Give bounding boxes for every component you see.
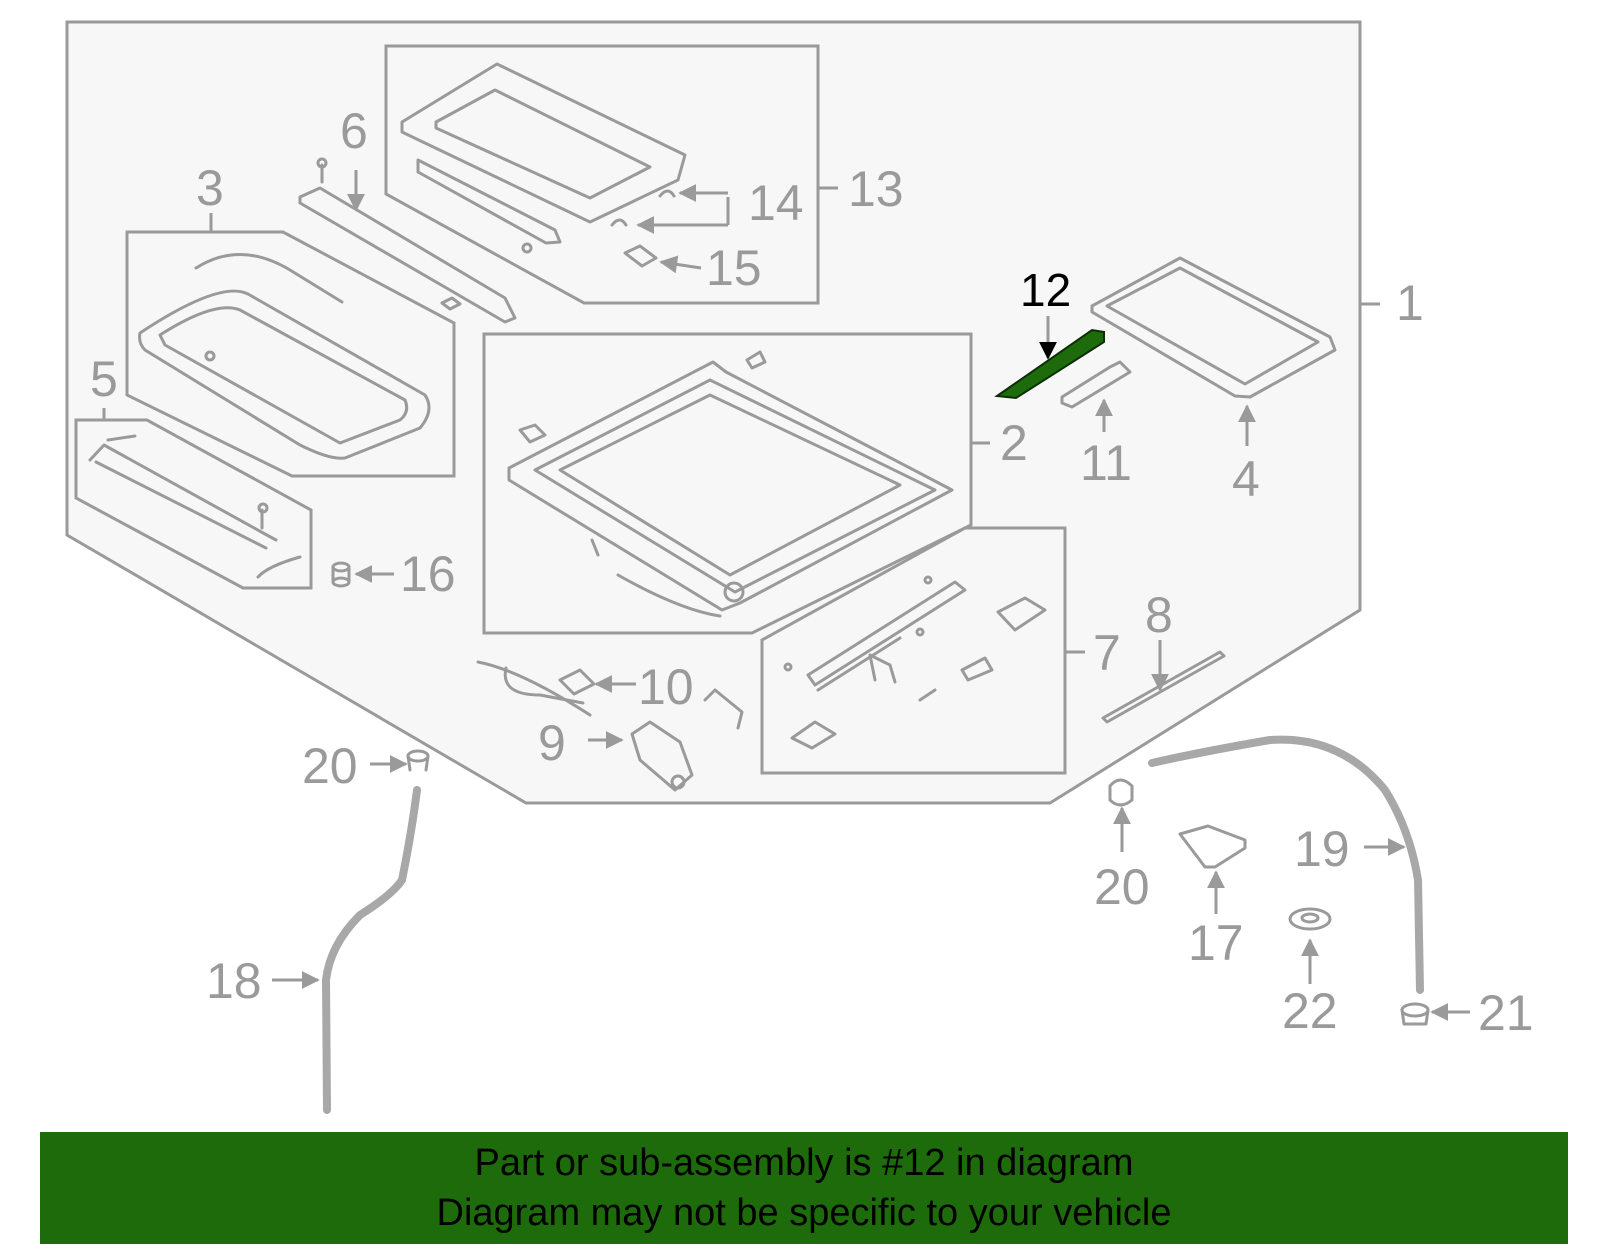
callout-11: 11	[1080, 435, 1132, 491]
part-9-motor	[630, 688, 744, 792]
part-20a-grommet	[406, 749, 430, 772]
callout-14: 14	[748, 175, 804, 231]
callout-22: 22	[1282, 983, 1338, 1039]
box-13	[384, 44, 820, 305]
banner-line-2: Diagram may not be specific to your vehi…	[436, 1192, 1172, 1234]
part-21-clip	[1400, 1002, 1430, 1026]
callout-13: 13	[848, 161, 904, 217]
part-6-rail	[298, 157, 517, 324]
callout-17: 17	[1188, 915, 1244, 971]
callout-1: 1	[1396, 275, 1424, 331]
box-2	[482, 332, 973, 635]
part-20b-grommet	[1108, 778, 1134, 807]
part-12-highlighted[interactable]	[994, 328, 1105, 400]
callout-labels: 1 2 3 4 5 6 7 8 9 10 11 12 13 14 15 16 1…	[90, 103, 1534, 1041]
callout-6: 6	[340, 103, 368, 159]
callout-20b: 20	[1094, 859, 1150, 915]
part-7-mechanism	[783, 575, 1047, 750]
part-4-seal	[1090, 256, 1337, 399]
callout-4: 4	[1232, 451, 1260, 507]
callout-18: 18	[206, 953, 262, 1009]
callout-15: 15	[706, 240, 762, 296]
callout-20a: 20	[302, 738, 358, 794]
part-3-glass	[138, 253, 431, 460]
callout-16: 16	[400, 546, 456, 602]
part-18-drain-hose	[322, 786, 421, 1114]
callout-10: 10	[638, 659, 694, 715]
info-banner: Part or sub-assembly is #12 in diagram D…	[40, 1132, 1568, 1244]
callout-12: 12	[1020, 264, 1071, 316]
callout-8: 8	[1145, 587, 1173, 643]
part-13-sunshade	[400, 62, 687, 254]
part-15	[623, 244, 658, 268]
part-19-drain-hose	[1148, 735, 1424, 994]
part-8-strip	[1101, 650, 1226, 724]
part-11	[1060, 360, 1132, 409]
part-16	[331, 561, 351, 588]
box-3	[125, 230, 456, 478]
leader-lines	[102, 170, 1470, 1021]
part-2-frame	[507, 350, 954, 618]
part-10-harness	[476, 660, 596, 717]
callout-5: 5	[90, 351, 118, 407]
part-22-washer	[1288, 907, 1332, 931]
part-5-deflector	[88, 434, 302, 579]
part-14-clips	[610, 189, 676, 227]
callout-3: 3	[196, 160, 224, 216]
callout-2: 2	[1000, 415, 1028, 471]
callout-21: 21	[1478, 985, 1534, 1041]
callout-7: 7	[1093, 625, 1121, 681]
box-7	[760, 526, 1067, 775]
banner-line-1: Part or sub-assembly is #12 in diagram	[474, 1142, 1134, 1184]
part-17-bracket	[1178, 824, 1247, 869]
callout-9: 9	[538, 715, 566, 771]
callout-19: 19	[1294, 821, 1350, 877]
